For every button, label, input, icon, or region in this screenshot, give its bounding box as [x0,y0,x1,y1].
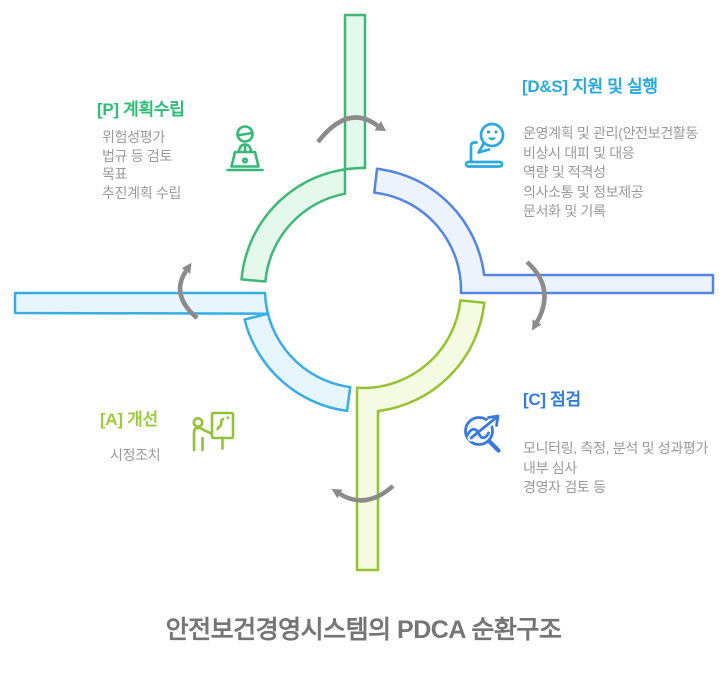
person-presenting-icon [192,411,235,452]
act-section-title: [A] 개선 [100,410,158,429]
plan-item-list: 위험성평가 법규 등 검토 목표 추진계획 수립 [102,128,181,202]
diagram-title: 안전보건경영시스템의 PDCA 순환구조 [165,616,562,644]
act-item: 시정조치 [110,447,161,463]
plan-item: 법규 등 검토 [102,147,173,164]
plan-section-title: [P] 계획수립 [97,100,185,119]
do-support-item: 문서화 및 기록 [523,203,606,220]
plan-item: 위험성평가 [102,129,165,145]
check-item: 경영자 검토 등 [523,479,606,496]
check-item: 내부 심사 [523,459,577,476]
laptop-chat-bubble-icon [464,122,505,168]
do-support-item: 역량 및 적격성 [523,164,606,181]
do-support-arc [373,167,715,295]
flow-arrow-top [316,115,386,144]
do-support-item: 운영계획 및 관리(안전보건활동 [523,125,699,141]
person-at-laptop-icon [226,125,264,172]
check-section-title: [C] 점검 [523,390,581,409]
flow-arrow-left [177,262,199,320]
flow-arrow-right [525,260,547,331]
check-item-list: 모니터링, 측정, 분석 및 성과평가 내부 심사 경영자 검토 등 [523,439,708,498]
plan-item: 추진계획 수립 [102,184,182,201]
do-support-item: 비상시 대피 및 대응 [523,144,635,161]
do-support-section-title: [D&S] 지원 및 실행 [522,77,658,96]
magnifier-trend-icon [464,413,501,453]
do-support-item-list: 운영계획 및 관리(안전보건활동 비상시 대피 및 대응 역량 및 적격성 의사… [523,124,698,222]
check-arc [355,299,486,572]
act-arc [13,291,352,413]
flow-arrow-bottom [331,484,395,503]
check-item: 모니터링, 측정, 분석 및 성과평가 [523,440,709,456]
do-support-item: 의사소통 및 정보제공 [523,183,644,200]
plan-item: 목표 [102,166,128,182]
act-item-list: 시정조치 [110,446,161,465]
plan-arc [240,13,367,283]
